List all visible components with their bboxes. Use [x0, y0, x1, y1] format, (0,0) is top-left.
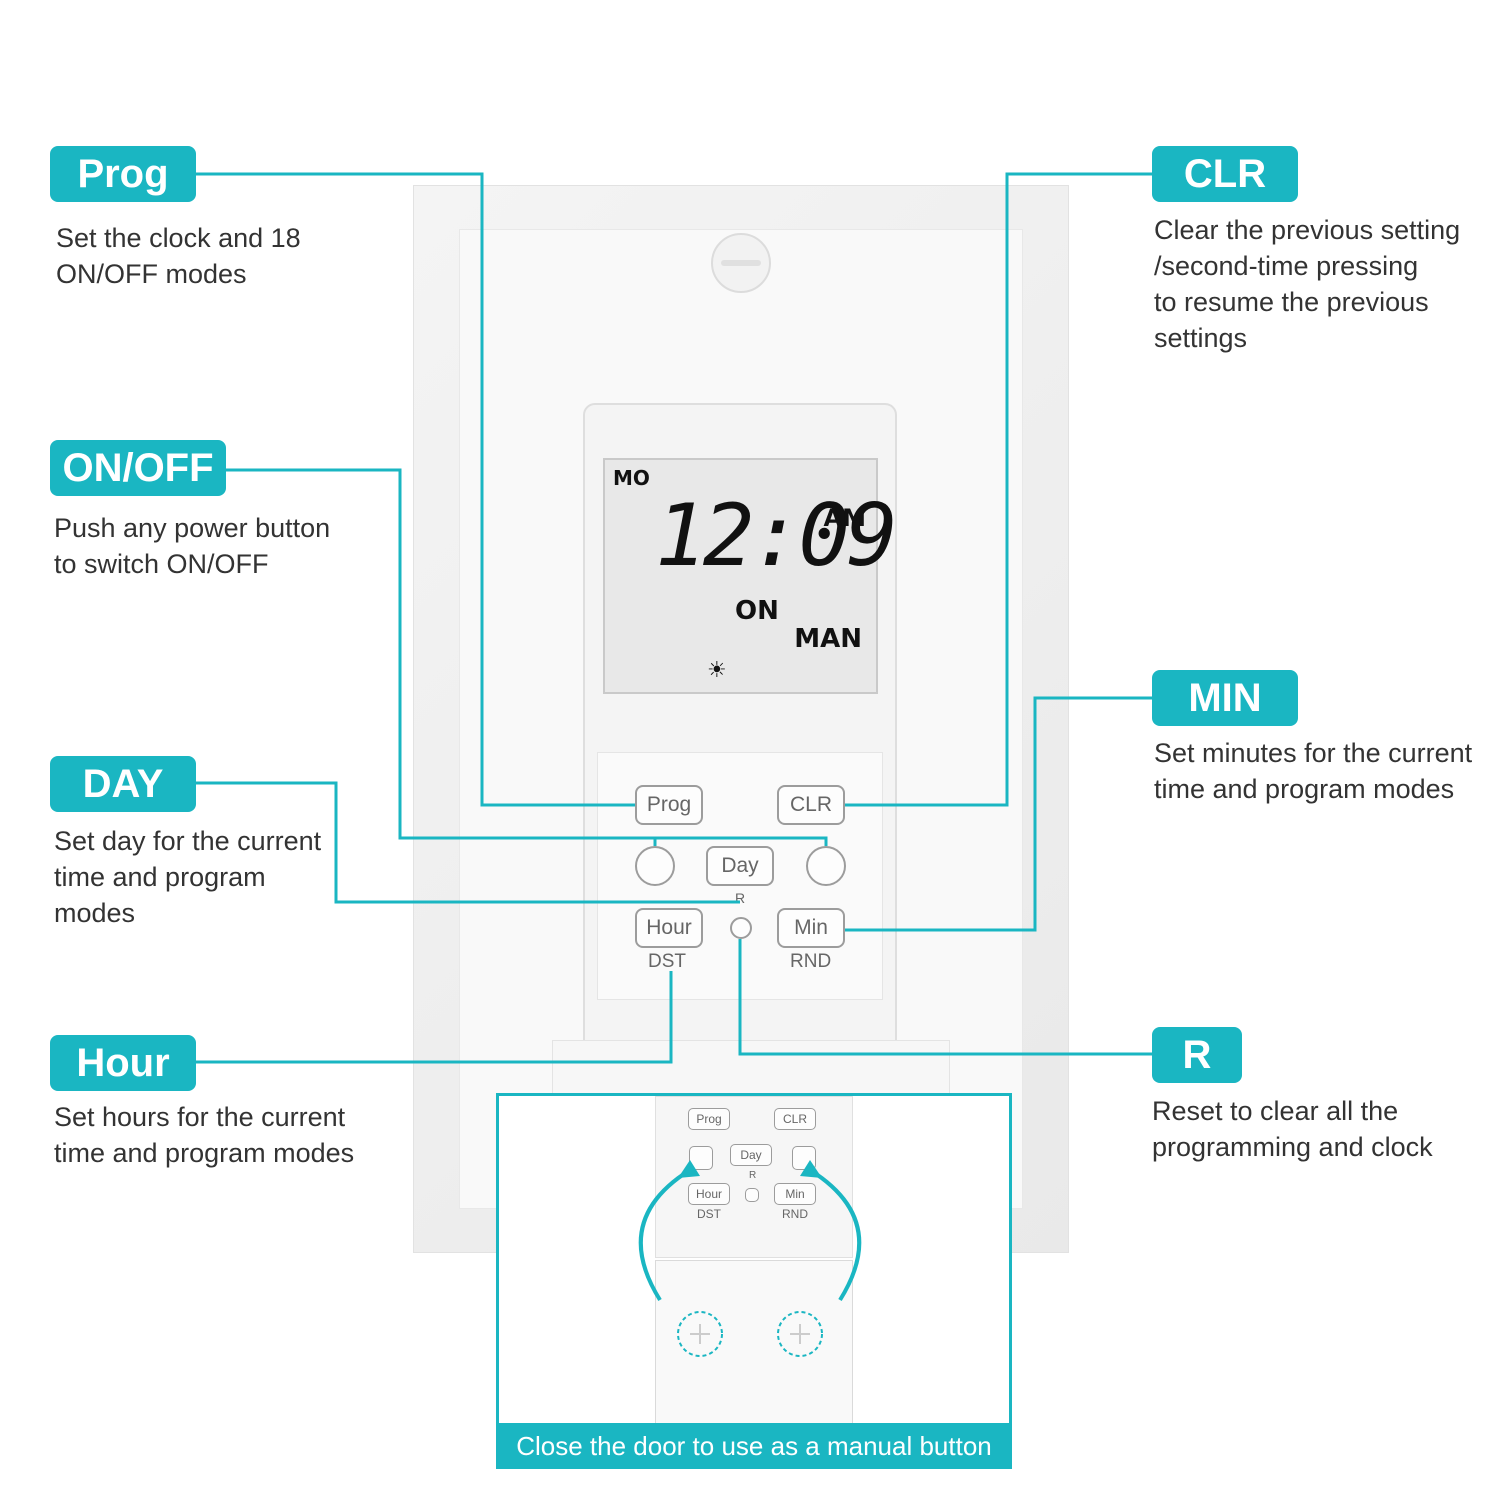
r-label: R — [735, 890, 746, 906]
hour-button[interactable]: Hour — [635, 908, 703, 948]
left-screw-icon — [677, 1311, 723, 1357]
r-leader — [738, 939, 1152, 1056]
min-desc: Set minutes for the current time and pro… — [1154, 738, 1473, 804]
r-tag: R — [1152, 1027, 1242, 1083]
onoff-leader — [226, 468, 828, 846]
hour-tag: Hour — [50, 1035, 196, 1091]
clr-leader — [845, 172, 1152, 807]
inset-r-label: R — [749, 1170, 757, 1181]
inset-rnd-label: RND — [782, 1207, 808, 1221]
right-arrow-icon — [808, 1168, 862, 1302]
hour-leader — [196, 971, 673, 1064]
prog-button[interactable]: Prog — [635, 785, 703, 825]
onoff-desc: Push any power button to switch ON/OFF — [54, 513, 331, 579]
r-desc: Reset to clear all the programming and c… — [1152, 1096, 1433, 1162]
inset-day-button: Day — [730, 1144, 772, 1166]
min-tag: MIN — [1152, 670, 1298, 726]
right-screw-icon — [777, 1311, 823, 1357]
lcd-state: ON — [735, 596, 779, 626]
reset-button[interactable] — [730, 917, 752, 939]
lcd-day: MO — [613, 466, 650, 490]
onoff-tag: ON/OFF — [50, 440, 226, 496]
left-arrow-icon — [638, 1168, 692, 1302]
min-leader — [845, 696, 1152, 932]
min-button[interactable]: Min — [777, 908, 845, 948]
lcd-ampm: AM — [823, 504, 866, 532]
day-leader — [196, 781, 740, 904]
prog-desc: Set the clock and 18 ON/OFF modes — [56, 223, 301, 289]
rnd-label: RND — [790, 951, 832, 972]
prog-leader — [196, 172, 635, 807]
inset-hour-button: Hour — [688, 1183, 730, 1205]
inset-min-button: Min — [774, 1183, 816, 1205]
lcd-display: MO 12:09 AM ON MAN ☀ — [603, 458, 898, 694]
lcd-time: 12:09 — [655, 486, 898, 586]
day-desc: Set day for the current time and program… — [54, 826, 322, 928]
prog-tag: Prog — [50, 146, 196, 202]
lcd-mode: MAN — [794, 624, 862, 654]
clr-tag: CLR — [1152, 146, 1298, 202]
dst-label: DST — [648, 951, 686, 972]
hour-desc: Set hours for the current time and progr… — [54, 1102, 355, 1168]
day-tag: DAY — [50, 756, 196, 812]
clr-desc: Clear the previous setting /second-time … — [1154, 215, 1461, 353]
day-button[interactable]: Day — [706, 846, 774, 886]
power-right-button[interactable] — [806, 846, 846, 886]
inset-dst-label: DST — [697, 1207, 721, 1221]
inset-caption: Close the door to use as a manual button — [496, 1423, 1012, 1469]
clr-button[interactable]: CLR — [777, 785, 845, 825]
screw-icon — [711, 233, 771, 293]
power-left-button[interactable] — [635, 846, 675, 886]
inset-prog-button: Prog — [688, 1108, 730, 1130]
inset-reset-button — [745, 1188, 759, 1202]
sun-icon: ☀ — [707, 658, 727, 683]
inset-clr-button: CLR — [774, 1108, 816, 1130]
